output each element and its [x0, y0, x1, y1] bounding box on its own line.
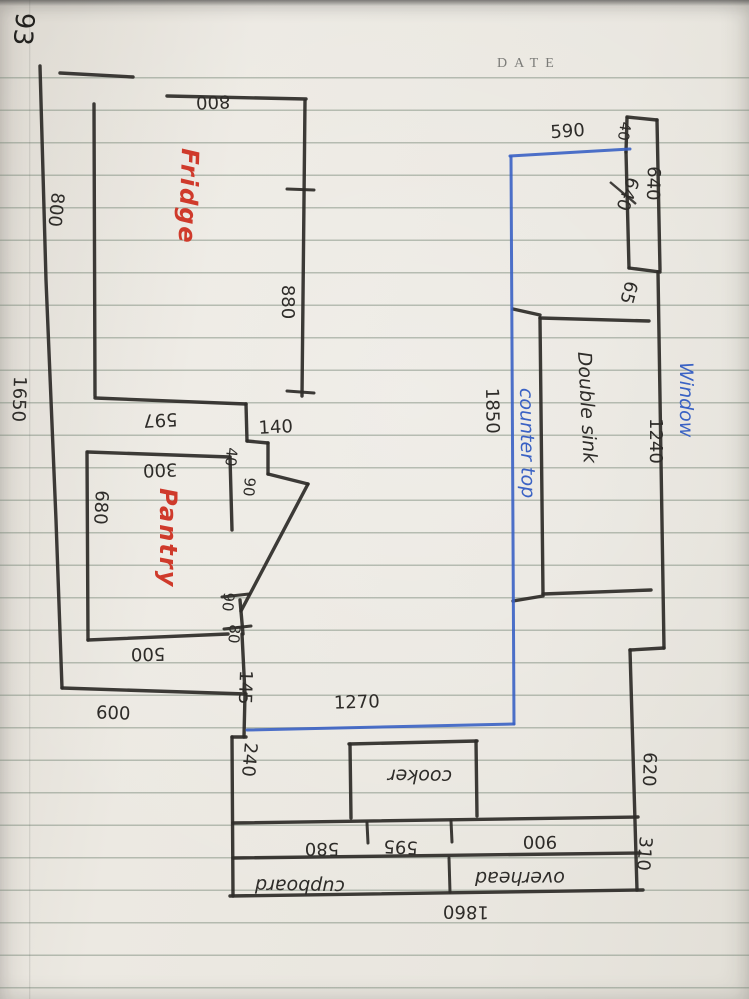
tick-90 — [220, 592, 251, 599]
tick-fridge-lower — [285, 389, 316, 395]
measurement-590: 590 — [550, 120, 586, 143]
wall-left-outer — [38, 64, 64, 690]
wall-pantry-right-upper — [228, 455, 234, 532]
counter-line-bottom — [245, 722, 516, 732]
measurement-300: 300 — [143, 458, 178, 480]
measurement-40-top: 40 — [614, 120, 635, 142]
wall-top-b — [165, 94, 308, 101]
measurement-600: 600 — [96, 702, 131, 724]
wall-step-h — [245, 439, 270, 445]
wall-bottom-left — [60, 686, 248, 696]
sink-left — [538, 316, 545, 596]
double-sink-label: Double sink — [573, 351, 601, 465]
wall-40-v — [624, 116, 629, 154]
wall-door-diagonal — [239, 482, 310, 613]
wall-below-pantry — [240, 632, 247, 696]
wall-right-outer — [656, 270, 666, 650]
measurement-580: 580 — [305, 838, 339, 859]
pantry-label: Pantry — [154, 488, 182, 588]
tick-cupboard — [447, 856, 452, 894]
sink-top — [538, 316, 651, 323]
measurement-1850: 1850 — [481, 388, 503, 434]
sink-bottom — [541, 588, 653, 596]
cooker-right — [474, 739, 479, 818]
measurement-595: 595 — [383, 835, 418, 858]
wall-strip-right — [655, 118, 662, 272]
left-crease — [29, 0, 31, 999]
measurement-500: 500 — [131, 643, 166, 665]
measurement-620: 620 — [638, 752, 660, 787]
wall-pantry-right-lower — [238, 598, 245, 636]
measurement-310: 310 — [632, 836, 656, 872]
wall-to-block — [242, 692, 247, 739]
measurement-1860: 1860 — [443, 901, 489, 923]
cupboard-line — [231, 851, 642, 860]
tick-shelf-b — [449, 819, 454, 844]
counter-front-line — [231, 815, 640, 825]
wall-pantry-bottom — [86, 632, 230, 642]
measurement-900: 900 — [523, 831, 557, 852]
cooker-label: cooker — [386, 764, 452, 787]
fridge-label: Fridge — [173, 148, 204, 245]
wall-pantry-left — [85, 450, 90, 642]
cooker-top — [347, 739, 479, 746]
measurement-90-low: 90 — [218, 592, 238, 613]
measurement-90-mid: 90 — [239, 477, 259, 498]
measurement-1240: 1240 — [645, 418, 666, 464]
labels: Fridge Pantry Double sink counter top Wi… — [154, 148, 697, 898]
measurement-40-mid: 40 — [221, 447, 241, 468]
sink-connector-top — [511, 307, 542, 317]
measurements: 800 800 590 40 640 640 880 65 597 140 30… — [7, 90, 666, 922]
ruled-lines — [0, 46, 749, 999]
wall-fridge-bottom — [93, 396, 248, 406]
wall-strip-top — [625, 115, 659, 122]
cupboard-label: cupboard — [254, 874, 345, 898]
counter-line-top — [508, 147, 632, 158]
tick-80 — [222, 624, 253, 631]
wall-block-right — [628, 648, 639, 892]
measurement-680: 680 — [89, 490, 112, 525]
photo-edge-shadow — [0, 0, 749, 6]
wall-strip-left — [624, 150, 631, 270]
strikethrough-640 — [609, 181, 637, 205]
measurement-800-left: 800 — [43, 191, 67, 227]
measurement-140: 140 — [258, 416, 293, 439]
measurement-145: 145 — [234, 670, 256, 705]
overhead-label: overhead — [474, 867, 565, 889]
wall-fridge-right — [300, 99, 307, 398]
wall-bottom — [228, 888, 645, 898]
counter-top-label: counter top — [515, 388, 539, 499]
wall-pantry-top — [86, 450, 232, 459]
measurement-880: 880 — [277, 285, 298, 319]
measurement-1650: 1650 — [7, 376, 30, 423]
wall-fridge-left-inner — [92, 102, 97, 398]
measurement-640: 640 — [642, 166, 664, 201]
wall-door-short — [266, 472, 310, 486]
counter-lines — [245, 147, 632, 732]
tick-fridge-upper — [285, 187, 316, 192]
measurement-640-struck: 640 — [611, 174, 642, 213]
wall-step-v1 — [244, 402, 249, 443]
measurement-597: 597 — [143, 408, 178, 431]
sink-connector-bottom — [511, 594, 545, 603]
wall-jog-65 — [627, 266, 662, 274]
wall-block-left — [230, 735, 235, 898]
walls — [38, 64, 666, 898]
wall-jog-bottom — [628, 646, 666, 652]
measurement-1270: 1270 — [334, 691, 381, 714]
measurement-65: 65 — [615, 279, 641, 307]
wall-top-a — [58, 71, 135, 79]
counter-line-vertical — [509, 155, 516, 726]
cooker-left — [348, 742, 353, 820]
measurement-80: 80 — [224, 624, 244, 645]
measurement-800-top: 800 — [196, 90, 231, 112]
window-label: Window — [675, 362, 697, 438]
tick-shelf-a — [365, 821, 370, 845]
date-label: DATE — [497, 56, 561, 71]
measurement-240: 240 — [237, 742, 261, 778]
